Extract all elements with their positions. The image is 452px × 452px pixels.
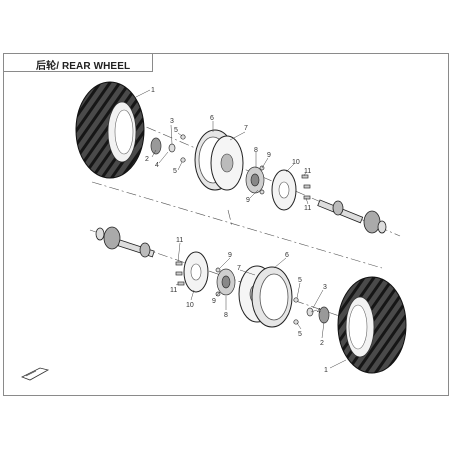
drive-shaft-lower [95,226,155,258]
callout-9a: 9 [267,152,271,159]
callout-2: 2 [145,156,149,163]
brake-disc-upper [271,169,297,211]
rim-lower [238,265,293,328]
title-box [3,53,153,72]
callout-11: 11 [304,168,311,175]
callout-lower-9b: 9 [212,298,216,305]
hub-parts-upper [150,134,186,163]
callout-3: 3 [170,118,174,125]
callout-lower-3: 3 [323,284,327,291]
callout-lower-1: 1 [324,367,328,374]
callout-10: 10 [292,159,300,166]
brake-disc-lower [183,251,209,293]
callout-5a: 5 [174,127,178,134]
callout-lower-7: 7 [237,265,241,272]
leader-lines [133,89,347,369]
callout-lower-11a: 11 [176,237,183,244]
callout-lower-10: 10 [186,302,194,309]
rim-upper [194,129,244,191]
callout-lower-9a: 9 [228,252,232,259]
tire-upper [75,81,145,179]
bolts-upper [301,174,311,200]
hub-parts-lower [293,297,330,325]
page-title: 后轮/ REAR WHEEL [36,61,131,72]
callout-lower-4: 4 [317,308,321,315]
callout-4: 4 [155,162,159,169]
callout-7: 7 [244,125,248,132]
hub-assembly-lower [215,267,236,297]
diagram-frame [3,53,449,396]
bolts-lower [175,261,185,286]
callout-labels: 1 2 3 4 5 5 6 7 8 9 9 10 11 11 11 11 10 … [145,87,328,374]
callout-9b: 9 [246,197,250,204]
callout-8: 8 [254,147,258,154]
arrow-badge-icon [21,367,50,381]
callout-lower-2: 2 [320,340,324,347]
callout-lower-6: 6 [285,252,289,259]
hub-assembly-upper [245,165,265,195]
callout-lower-5b: 5 [298,331,302,338]
callout-lower-11b: 11 [170,287,177,294]
callout-1: 1 [151,87,155,94]
callout-lower-5a: 5 [298,277,302,284]
callout-lower-8: 8 [224,312,228,319]
callout-5b: 5 [173,168,177,175]
callout-6: 6 [210,115,214,122]
drive-shaft-upper [317,199,387,234]
callout-11b: 11 [304,205,311,212]
tire-lower [337,276,407,374]
